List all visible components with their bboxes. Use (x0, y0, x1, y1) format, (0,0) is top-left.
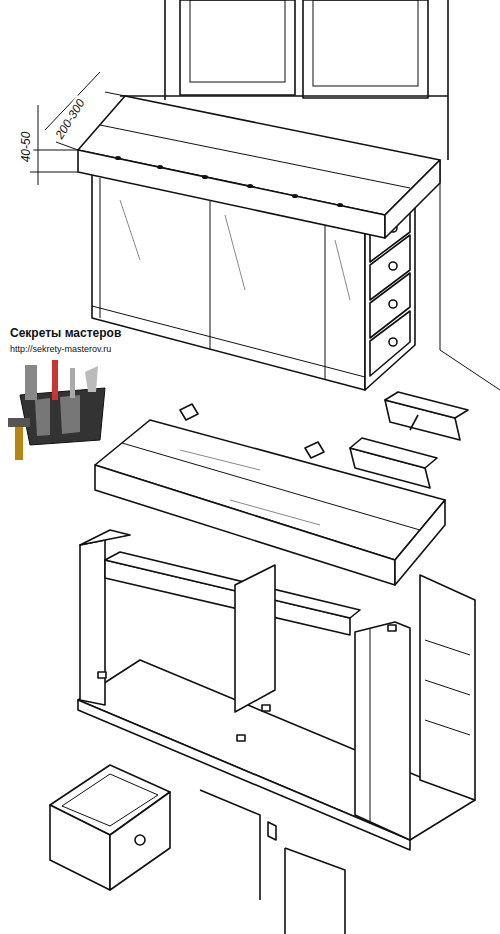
dimension-label: 40-50 (19, 130, 33, 165)
door-panels (200, 790, 345, 934)
drawer-box (50, 765, 170, 890)
watermark-title: Секреты мастеров (10, 326, 121, 340)
tool-belt-icon (8, 360, 105, 460)
worktop (78, 96, 440, 238)
watermark-url: http://sekrety-masterov.ru (10, 344, 111, 354)
dimension-lines (30, 72, 125, 185)
dimension-label: 200-300 (51, 95, 88, 143)
